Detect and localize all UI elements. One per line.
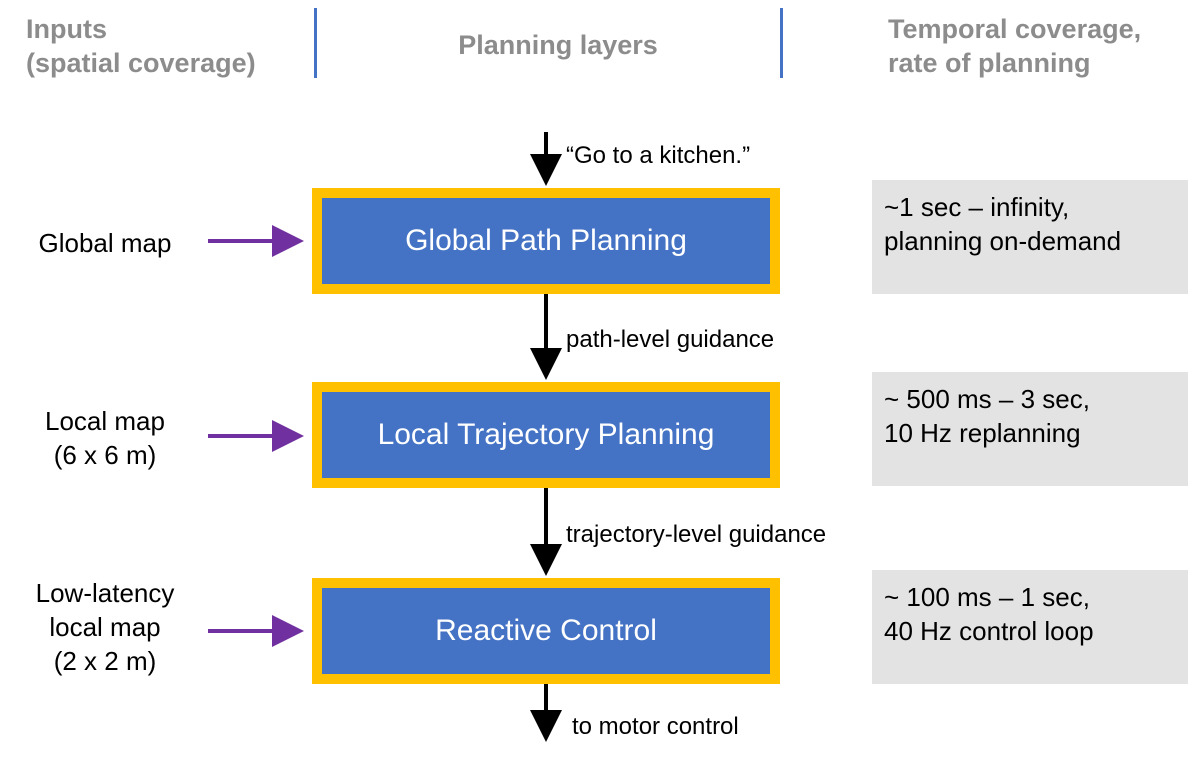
temporal-box-reactive: ~ 100 ms – 1 sec, 40 Hz control loop [872,570,1188,684]
block-local-trajectory-planning: Local Trajectory Planning [312,382,780,488]
header-temporal-coverage: Temporal coverage, rate of planning [888,14,1142,78]
input-label-low-latency-map: Low-latency local map (2 x 2 m) [35,578,175,676]
header-planning-layers: Planning layers [458,30,658,60]
block-reactive-control: Reactive Control [312,578,780,684]
temporal-box-local: ~ 500 ms – 3 sec, 10 Hz replanning [872,372,1188,486]
header-divider-right [780,8,783,78]
block-label: Local Trajectory Planning [377,418,715,451]
command-label: “Go to a kitchen.” [566,142,751,169]
motor-control-label: to motor control [572,713,739,740]
temporal-box-global: ~1 sec – infinity, planning on-demand [872,180,1188,294]
block-label: Global Path Planning [405,224,687,257]
block-global-path-planning: Global Path Planning [312,188,780,294]
header-divider-left [314,8,317,78]
path-guidance-label: path-level guidance [566,326,775,353]
input-label-global-map: Global map [38,228,172,258]
input-label-local-map: Local map (6 x 6 m) [45,406,165,470]
trajectory-guidance-label: trajectory-level guidance [566,521,827,548]
header-inputs: Inputs (spatial coverage) [26,14,256,78]
block-label: Reactive Control [435,614,657,647]
